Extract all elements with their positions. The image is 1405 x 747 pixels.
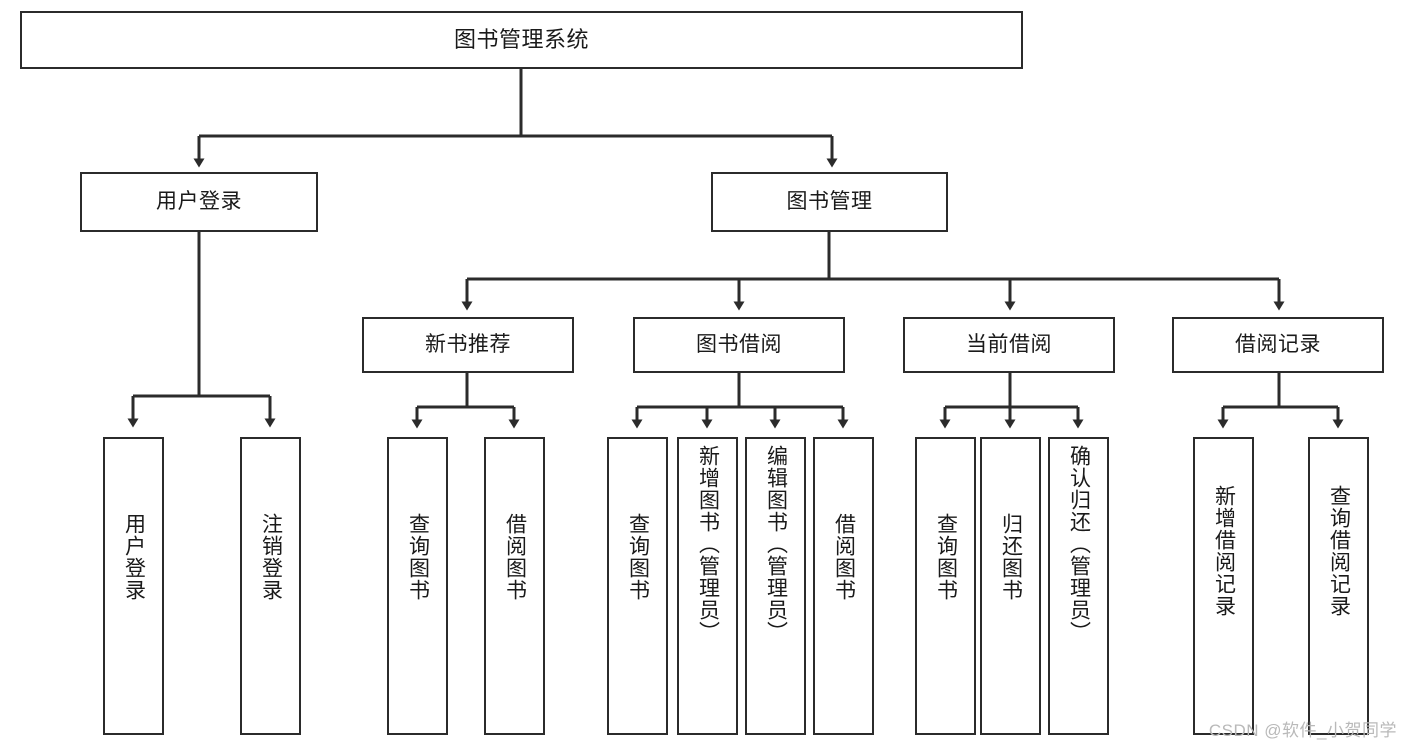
leaf-current-borrow-query[interactable]: 查询图书: [915, 437, 976, 735]
node-label: 用户登录: [122, 513, 146, 601]
leaf-book-borrow-edit[interactable]: 编辑图书（管理员）: [745, 437, 806, 735]
node-label: 归还图书: [999, 513, 1023, 601]
node-borrow-record[interactable]: 借阅记录: [1172, 317, 1384, 373]
node-label: 确认归还（管理员）: [1067, 445, 1091, 643]
csdn-watermark: CSDN @软件_小贺同学: [1208, 721, 1397, 740]
node-label: 借阅记录: [1235, 333, 1321, 357]
node-current-borrow[interactable]: 当前借阅: [903, 317, 1115, 373]
node-label: 图书借阅: [696, 333, 782, 357]
node-label: 查询图书: [406, 513, 430, 601]
leaf-book-borrow-query[interactable]: 查询图书: [607, 437, 668, 735]
node-label: 注销登录: [259, 513, 283, 601]
node-label: 查询借阅记录: [1327, 485, 1351, 617]
leaf-new-book-query[interactable]: 查询图书: [387, 437, 448, 735]
node-label: 查询图书: [934, 513, 958, 601]
node-label: 借阅图书: [503, 513, 527, 601]
node-label: 用户登录: [156, 190, 242, 214]
node-label: 查询图书: [626, 513, 650, 601]
leaf-book-borrow-borrow[interactable]: 借阅图书: [813, 437, 874, 735]
node-label: 当前借阅: [966, 333, 1052, 357]
node-label: 新书推荐: [425, 333, 511, 357]
node-user-login[interactable]: 用户登录: [80, 172, 318, 232]
node-label: 借阅图书: [832, 513, 856, 601]
leaf-borrow-record-add[interactable]: 新增借阅记录: [1193, 437, 1254, 735]
node-root-system[interactable]: 图书管理系统: [20, 11, 1023, 69]
leaf-current-borrow-confirm-return[interactable]: 确认归还（管理员）: [1048, 437, 1109, 735]
node-book-borrow[interactable]: 图书借阅: [633, 317, 845, 373]
node-label: 新增借阅记录: [1212, 485, 1236, 617]
leaf-current-borrow-return[interactable]: 归还图书: [980, 437, 1041, 735]
node-label: 图书管理系统: [453, 26, 589, 52]
node-new-book-recommend[interactable]: 新书推荐: [362, 317, 574, 373]
leaf-new-book-borrow[interactable]: 借阅图书: [484, 437, 545, 735]
leaf-user-login-login[interactable]: 用户登录: [103, 437, 164, 735]
node-label: 新增图书（管理员）: [696, 445, 720, 643]
leaf-book-borrow-add[interactable]: 新增图书（管理员）: [677, 437, 738, 735]
leaf-user-login-logout[interactable]: 注销登录: [240, 437, 301, 735]
node-book-management[interactable]: 图书管理: [711, 172, 948, 232]
node-label: 编辑图书（管理员）: [764, 445, 788, 643]
node-label: 图书管理: [786, 190, 873, 214]
leaf-borrow-record-query[interactable]: 查询借阅记录: [1308, 437, 1369, 735]
